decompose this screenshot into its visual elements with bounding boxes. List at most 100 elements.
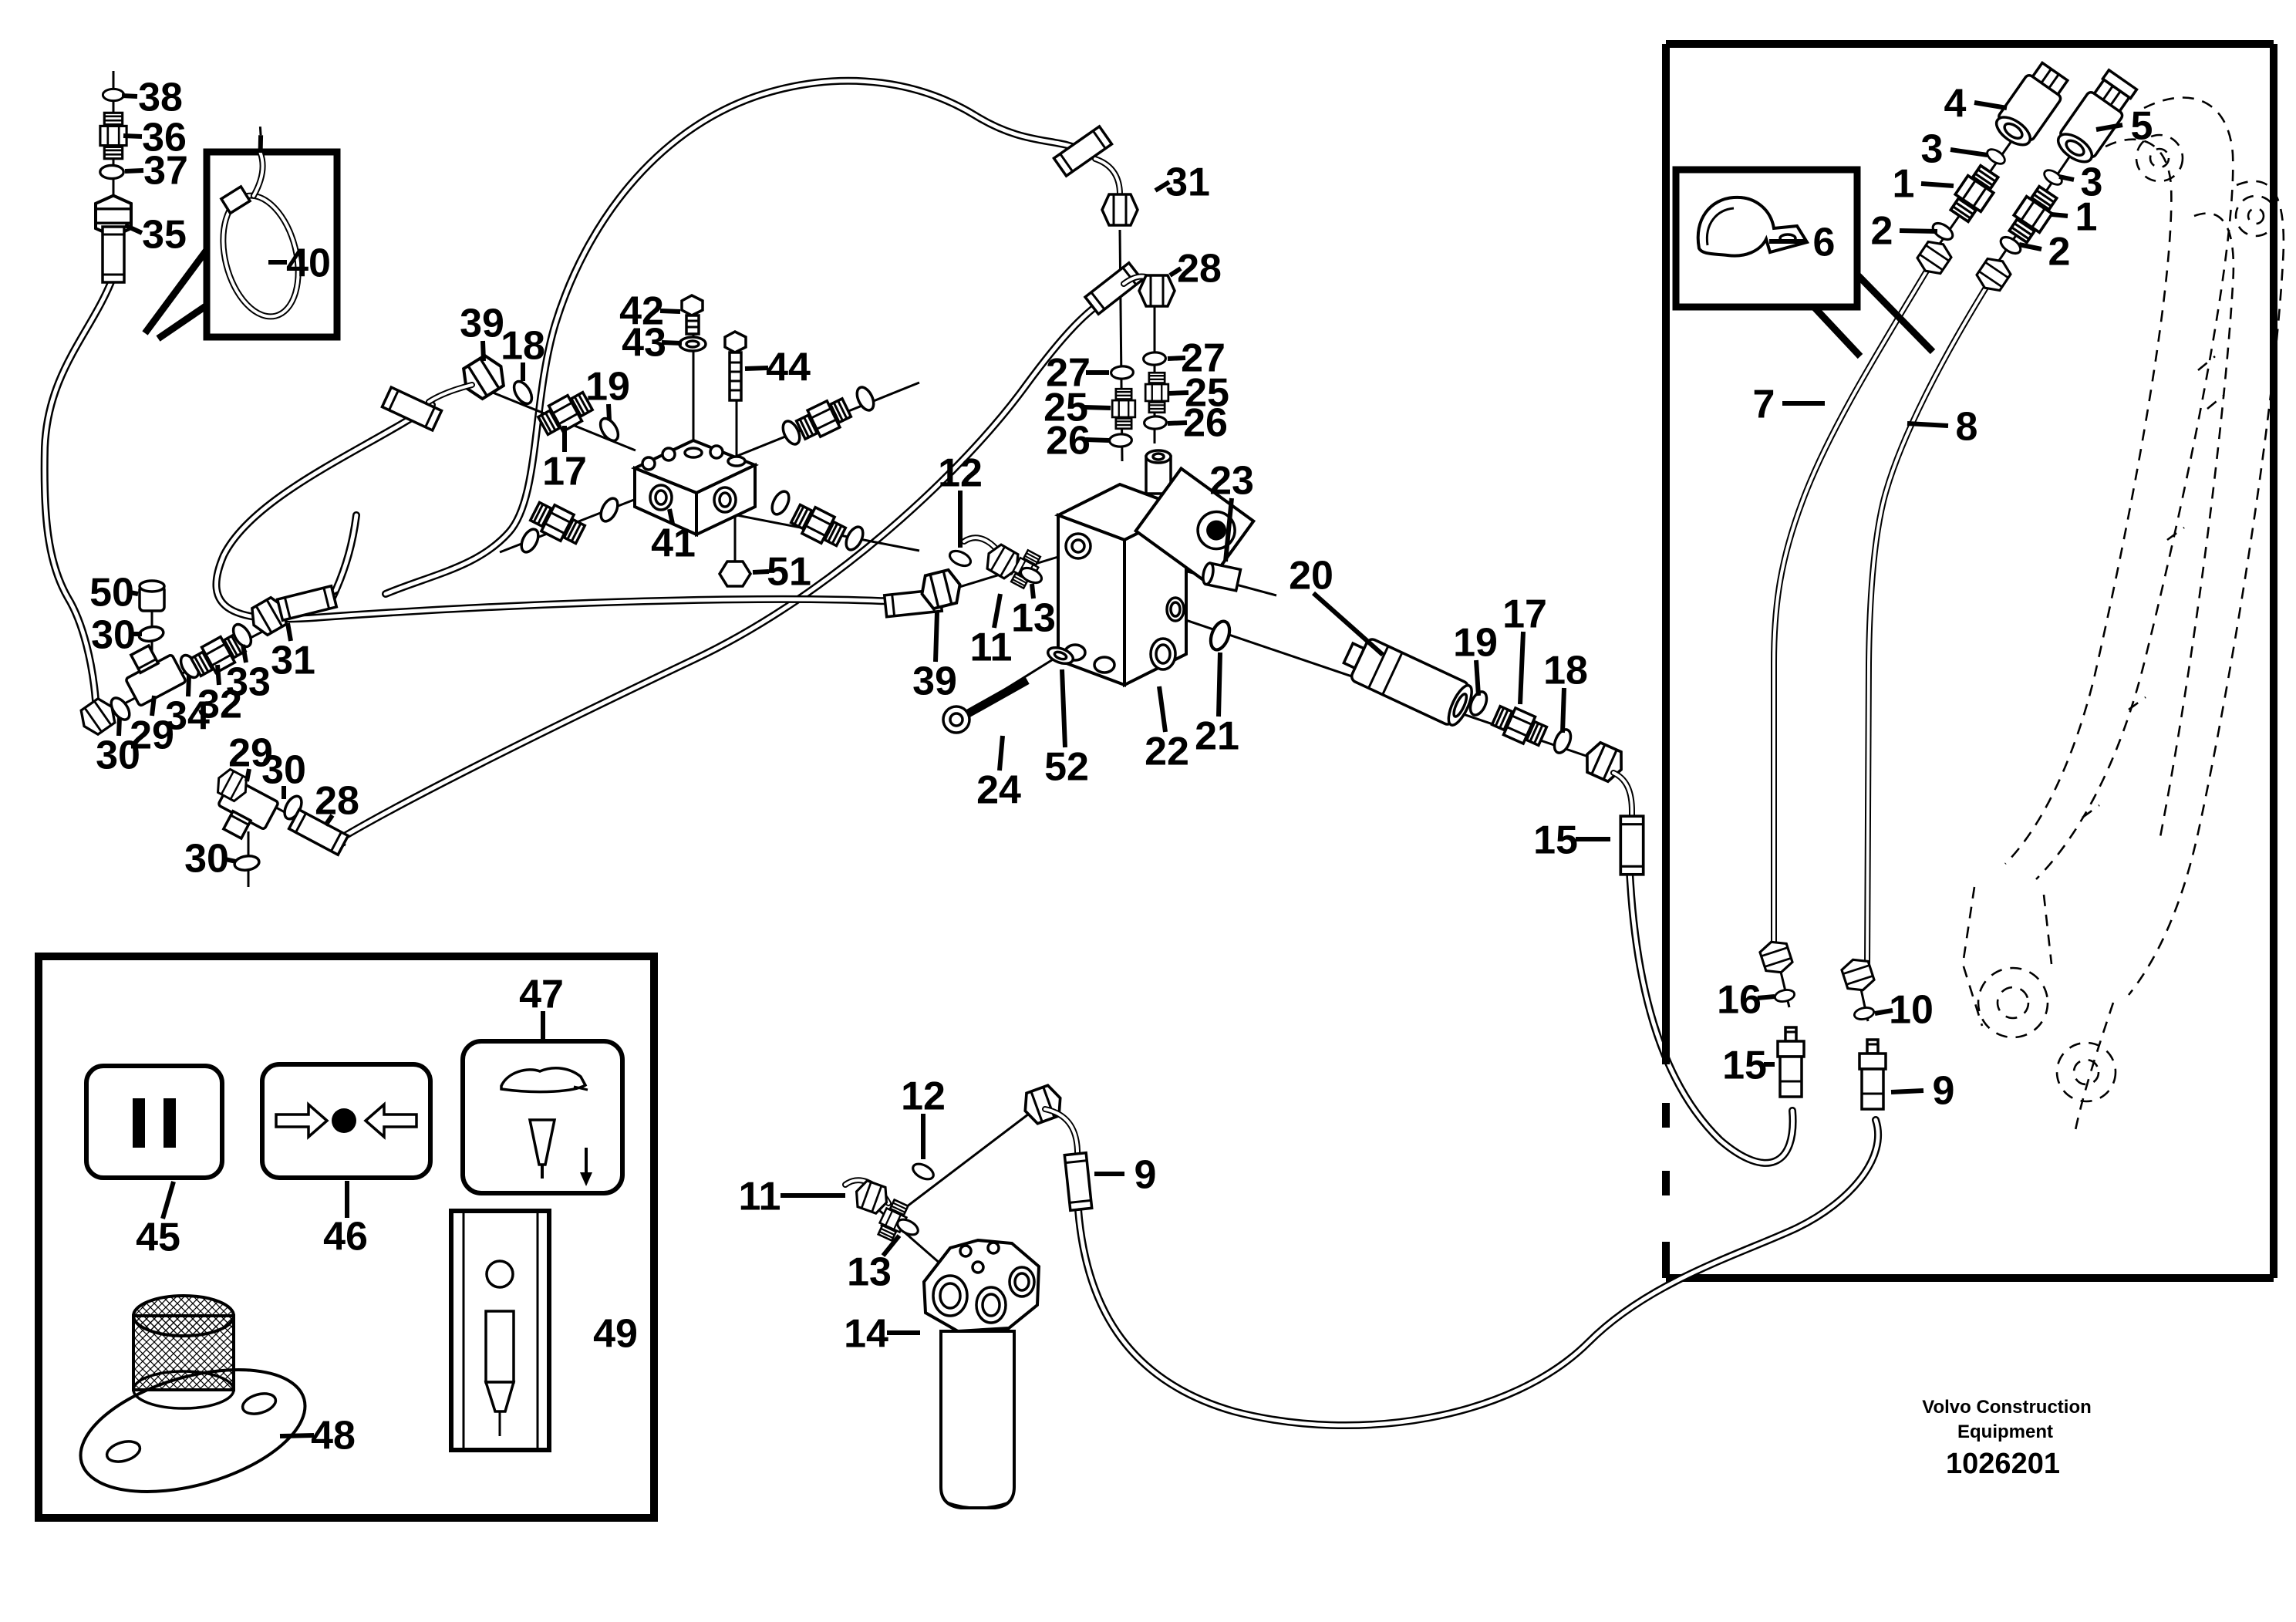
callout-label-32: 32 bbox=[197, 683, 242, 727]
callout-leader-29 bbox=[244, 768, 251, 782]
fitting-17 bbox=[1489, 700, 1550, 751]
callout-label-7: 7 bbox=[1753, 383, 1775, 427]
callout-label-45: 45 bbox=[136, 1216, 180, 1260]
tube-nut bbox=[1756, 936, 1796, 978]
callout-leader-13 bbox=[881, 1234, 902, 1257]
bolt-44 bbox=[723, 330, 747, 402]
callout-leader-22 bbox=[1157, 686, 1168, 733]
o-ring-27 bbox=[1109, 364, 1135, 381]
callout-label-23: 23 bbox=[1209, 459, 1254, 504]
callout-leader-31 bbox=[285, 622, 293, 642]
callout-leader-1 bbox=[1920, 181, 1954, 188]
callout-leader-48 bbox=[279, 1433, 315, 1438]
callout-leader-18 bbox=[1560, 687, 1566, 733]
hose-15 bbox=[1630, 870, 1793, 1163]
check-valve-20 bbox=[1342, 638, 1473, 727]
callout-label-22: 22 bbox=[1145, 730, 1189, 774]
callout-label-1: 1 bbox=[2075, 195, 2098, 240]
o-ring-18 bbox=[509, 376, 537, 409]
callout-label-21: 21 bbox=[1195, 714, 1239, 759]
elbow-31 bbox=[1095, 159, 1120, 194]
callout-label-14: 14 bbox=[844, 1312, 888, 1357]
callout-label-33: 33 bbox=[226, 660, 271, 705]
callout-label-3: 3 bbox=[1921, 127, 1944, 172]
manifold-41-cluster bbox=[380, 294, 920, 588]
fitting-25 bbox=[1111, 387, 1137, 430]
cable-tie-40 bbox=[219, 126, 302, 320]
o-ring-26 bbox=[1108, 432, 1134, 449]
bolt-24 bbox=[942, 676, 1030, 734]
clamp-inset-box bbox=[1672, 166, 1861, 311]
callout-leader-27 bbox=[1167, 356, 1186, 361]
callout-label-36: 36 bbox=[142, 116, 187, 160]
callout-label-30: 30 bbox=[96, 733, 140, 778]
callout-label-38: 38 bbox=[138, 76, 183, 120]
o-ring-16 bbox=[1772, 986, 1797, 1005]
callout-label-49: 49 bbox=[593, 1312, 638, 1357]
nut-9 bbox=[1018, 1081, 1067, 1128]
hose-end-31 bbox=[1052, 125, 1114, 177]
callout-leader-52 bbox=[1060, 669, 1067, 748]
callout-leader-30 bbox=[224, 857, 237, 864]
callout-leader-39 bbox=[480, 340, 486, 362]
callout-label-42: 42 bbox=[619, 289, 664, 334]
valve-top-boss bbox=[1145, 449, 1172, 495]
fitting-25 bbox=[1144, 371, 1170, 414]
tube-7 bbox=[1774, 268, 1928, 950]
icon-45-neutral bbox=[84, 1064, 224, 1180]
callout-label-30: 30 bbox=[91, 613, 136, 658]
o-ring-3 bbox=[1983, 145, 2009, 168]
callout-label-18: 18 bbox=[1543, 649, 1588, 693]
callout-label-27: 27 bbox=[1181, 336, 1226, 381]
o-ring-37 bbox=[99, 164, 125, 180]
manifold-block-41 bbox=[631, 438, 759, 538]
callout-label-26: 26 bbox=[1183, 401, 1228, 446]
hose-end-9 bbox=[1063, 1151, 1094, 1212]
hose-31-stub bbox=[332, 515, 356, 599]
brand-line-1: Volvo Construction bbox=[1922, 1397, 2092, 1418]
callout-leader-42 bbox=[659, 309, 681, 314]
callout-label-4: 4 bbox=[1944, 82, 1967, 126]
callout-leader-43 bbox=[661, 340, 683, 346]
callout-label-25: 25 bbox=[1185, 371, 1229, 416]
tube-nut bbox=[1912, 235, 1957, 280]
callout-label-29: 29 bbox=[228, 731, 273, 776]
callout-label-35: 35 bbox=[142, 213, 187, 258]
callout-label-37: 37 bbox=[143, 149, 188, 194]
o-ring-38 bbox=[101, 87, 126, 103]
callout-leader-23 bbox=[1223, 497, 1234, 562]
elbow-39 bbox=[429, 385, 472, 402]
callout-leader-36 bbox=[123, 133, 143, 139]
callout-label-25: 25 bbox=[1043, 386, 1088, 430]
callout-label-39: 39 bbox=[912, 659, 957, 704]
callout-leader-33 bbox=[241, 644, 248, 663]
callout-label-28: 28 bbox=[1177, 247, 1222, 292]
callout-label-34: 34 bbox=[165, 694, 210, 739]
callout-label-19: 19 bbox=[585, 365, 630, 410]
callout-leader-29 bbox=[150, 695, 157, 717]
callout-leader-28 bbox=[1168, 266, 1182, 278]
callout-label-31: 31 bbox=[1165, 160, 1210, 205]
callout-label-43: 43 bbox=[622, 321, 666, 366]
filter-head-14 bbox=[922, 1238, 1041, 1334]
callout-leader-19 bbox=[1474, 659, 1481, 696]
callout-leader-44 bbox=[744, 366, 769, 371]
fitting bbox=[787, 499, 849, 551]
callout-leader-35 bbox=[123, 223, 143, 235]
callout-label-26: 26 bbox=[1046, 419, 1091, 464]
nut-51 bbox=[717, 560, 753, 588]
callout-label-16: 16 bbox=[1717, 978, 1762, 1023]
filter-canister bbox=[939, 1330, 1016, 1509]
tee-cluster-2 bbox=[207, 765, 350, 887]
hose-end-39 bbox=[380, 386, 443, 432]
callout-leader-3 bbox=[2058, 174, 2075, 182]
callout-label-11: 11 bbox=[739, 1175, 781, 1219]
callout-label-30: 30 bbox=[184, 837, 229, 882]
callout-leader-21 bbox=[1216, 652, 1222, 717]
cap-nut-50 bbox=[138, 579, 166, 612]
callout-label-1: 1 bbox=[1893, 162, 1915, 207]
fitting-9 bbox=[1858, 1038, 1887, 1111]
inset-pointer bbox=[1854, 271, 1936, 355]
fitting-36 bbox=[99, 111, 128, 160]
